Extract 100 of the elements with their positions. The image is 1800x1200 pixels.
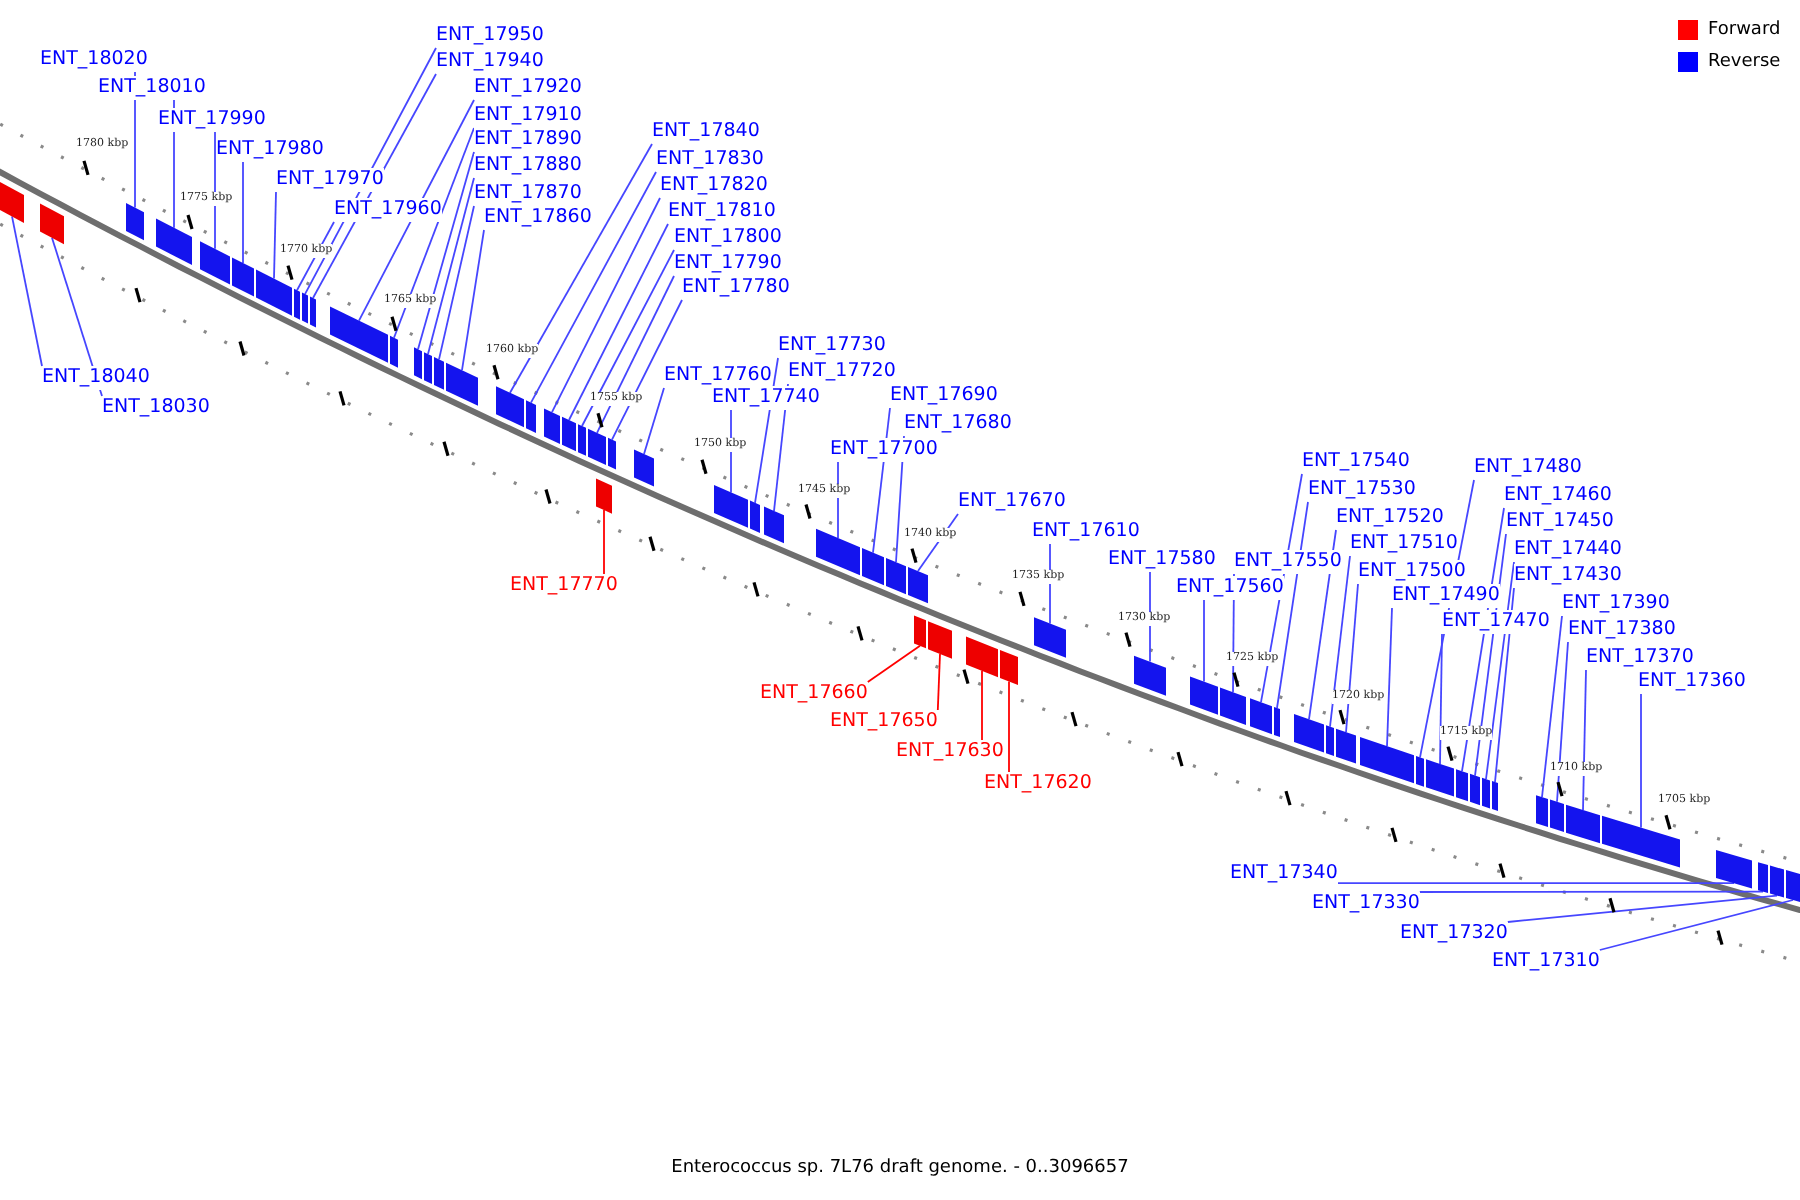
leader-line <box>1439 633 1443 765</box>
gene-label: ENT_17310 <box>1492 950 1600 974</box>
leader-line <box>1008 680 1010 773</box>
gene-block <box>414 347 422 380</box>
leader-line <box>551 197 661 414</box>
leader-line <box>509 143 653 394</box>
leader-line <box>1329 555 1351 728</box>
gene-label: ENT_18020 <box>40 48 148 72</box>
gene-label: ENT_17800 <box>674 226 782 250</box>
gene-label: ENT_17370 <box>1586 646 1694 670</box>
gene-block <box>156 218 192 266</box>
leader-line <box>214 131 216 250</box>
leader-line <box>11 215 43 367</box>
gene-label: ENT_17500 <box>1358 560 1466 584</box>
leader-line <box>1276 501 1309 709</box>
gene-label: ENT_17720 <box>788 360 896 384</box>
leader-line <box>1506 894 1778 923</box>
leader-line <box>393 127 475 339</box>
leader-line <box>242 161 244 264</box>
gene-label: ENT_17820 <box>660 174 768 198</box>
leader-line <box>1541 615 1563 798</box>
gene-label: ENT_17320 <box>1400 922 1508 946</box>
legend-label: Reverse <box>1708 52 1781 74</box>
leader-line <box>603 509 605 575</box>
leader-line <box>611 299 683 441</box>
gene-label: ENT_17340 <box>1230 862 1338 886</box>
leader-line <box>643 387 665 455</box>
gene-block <box>1470 773 1480 806</box>
gene-label: ENT_17330 <box>1312 892 1420 916</box>
gene-label: ENT_17830 <box>656 148 764 172</box>
gene-block <box>1770 865 1784 898</box>
gene-block <box>1716 850 1752 889</box>
leader-line <box>1386 607 1393 748</box>
leader-line <box>1494 587 1515 783</box>
leader-line <box>581 249 675 427</box>
gene-label: ENT_17700 <box>830 438 938 462</box>
gene-block <box>1492 781 1498 811</box>
gene-label: ENT_17620 <box>984 772 1092 796</box>
gene-block <box>1786 870 1800 902</box>
leader-line <box>936 653 941 711</box>
leader-line <box>461 229 485 372</box>
gene-label: ENT_17880 <box>474 154 582 178</box>
leader-line <box>427 177 475 355</box>
leader-line <box>1598 899 1794 951</box>
gene-label: ENT_17520 <box>1336 506 1444 530</box>
leader-line <box>568 223 669 421</box>
leader-line <box>981 669 983 741</box>
leader-line <box>358 99 475 322</box>
gene-label: ENT_17970 <box>276 168 384 192</box>
gene-label: ENT_17430 <box>1514 564 1622 588</box>
gene-block <box>232 257 254 297</box>
gene-label: ENT_17470 <box>1442 610 1550 634</box>
legend-label: Forward <box>1708 20 1781 42</box>
gene-label: ENT_17940 <box>436 50 544 74</box>
gene-label: ENT_18010 <box>98 76 206 100</box>
gene-label: ENT_17530 <box>1308 478 1416 502</box>
gene-label: ENT_17510 <box>1350 532 1458 556</box>
gene-label: ENT_17480 <box>1474 456 1582 480</box>
gene-block <box>40 203 64 245</box>
gene-label: ENT_17360 <box>1638 670 1746 694</box>
gene-label: ENT_17840 <box>652 120 760 144</box>
leader-line <box>438 205 475 361</box>
leader-line <box>1336 882 1735 885</box>
leader-line <box>1640 693 1642 829</box>
leader-line <box>1418 890 1764 893</box>
gene-label: ENT_17990 <box>158 108 266 132</box>
gene-block <box>424 352 432 384</box>
gene-label: ENT_17460 <box>1504 484 1612 508</box>
gene-block <box>256 269 292 316</box>
gene-label: ENT_17790 <box>674 252 782 276</box>
gene-label: ENT_17740 <box>712 386 820 410</box>
gene-block <box>634 449 654 487</box>
gene-label: ENT_17540 <box>1302 450 1410 474</box>
gene-block <box>330 306 388 363</box>
gene-label: ENT_17390 <box>1562 592 1670 616</box>
gene-label: ENT_17730 <box>778 334 886 358</box>
gene-block <box>1758 862 1768 893</box>
gene-label: ENT_17560 <box>1176 576 1284 600</box>
leader-line <box>1582 669 1587 811</box>
gene-label: ENT_17580 <box>1108 548 1216 572</box>
gene-block <box>302 292 308 324</box>
gene-label: ENT_17380 <box>1568 618 1676 642</box>
gene-label: ENT_17550 <box>1234 550 1342 574</box>
leader-line <box>1345 583 1359 734</box>
leader-line <box>1556 641 1569 803</box>
gene-label: ENT_18040 <box>42 366 150 390</box>
gene-block <box>886 557 906 595</box>
gene-block <box>596 478 612 514</box>
gene-label: ENT_17810 <box>668 200 776 224</box>
gene-label: ENT_17450 <box>1506 510 1614 534</box>
gene-label: ENT_17680 <box>904 412 1012 436</box>
gene-block <box>1220 687 1246 725</box>
leader-line <box>596 275 675 434</box>
gene-label: ENT_17440 <box>1514 538 1622 562</box>
gene-label: ENT_17690 <box>890 384 998 408</box>
leader-line <box>417 151 475 351</box>
gene-block <box>764 506 784 544</box>
gene-block <box>862 548 884 586</box>
gene-block <box>1250 698 1272 735</box>
gene-label: ENT_17780 <box>682 276 790 300</box>
